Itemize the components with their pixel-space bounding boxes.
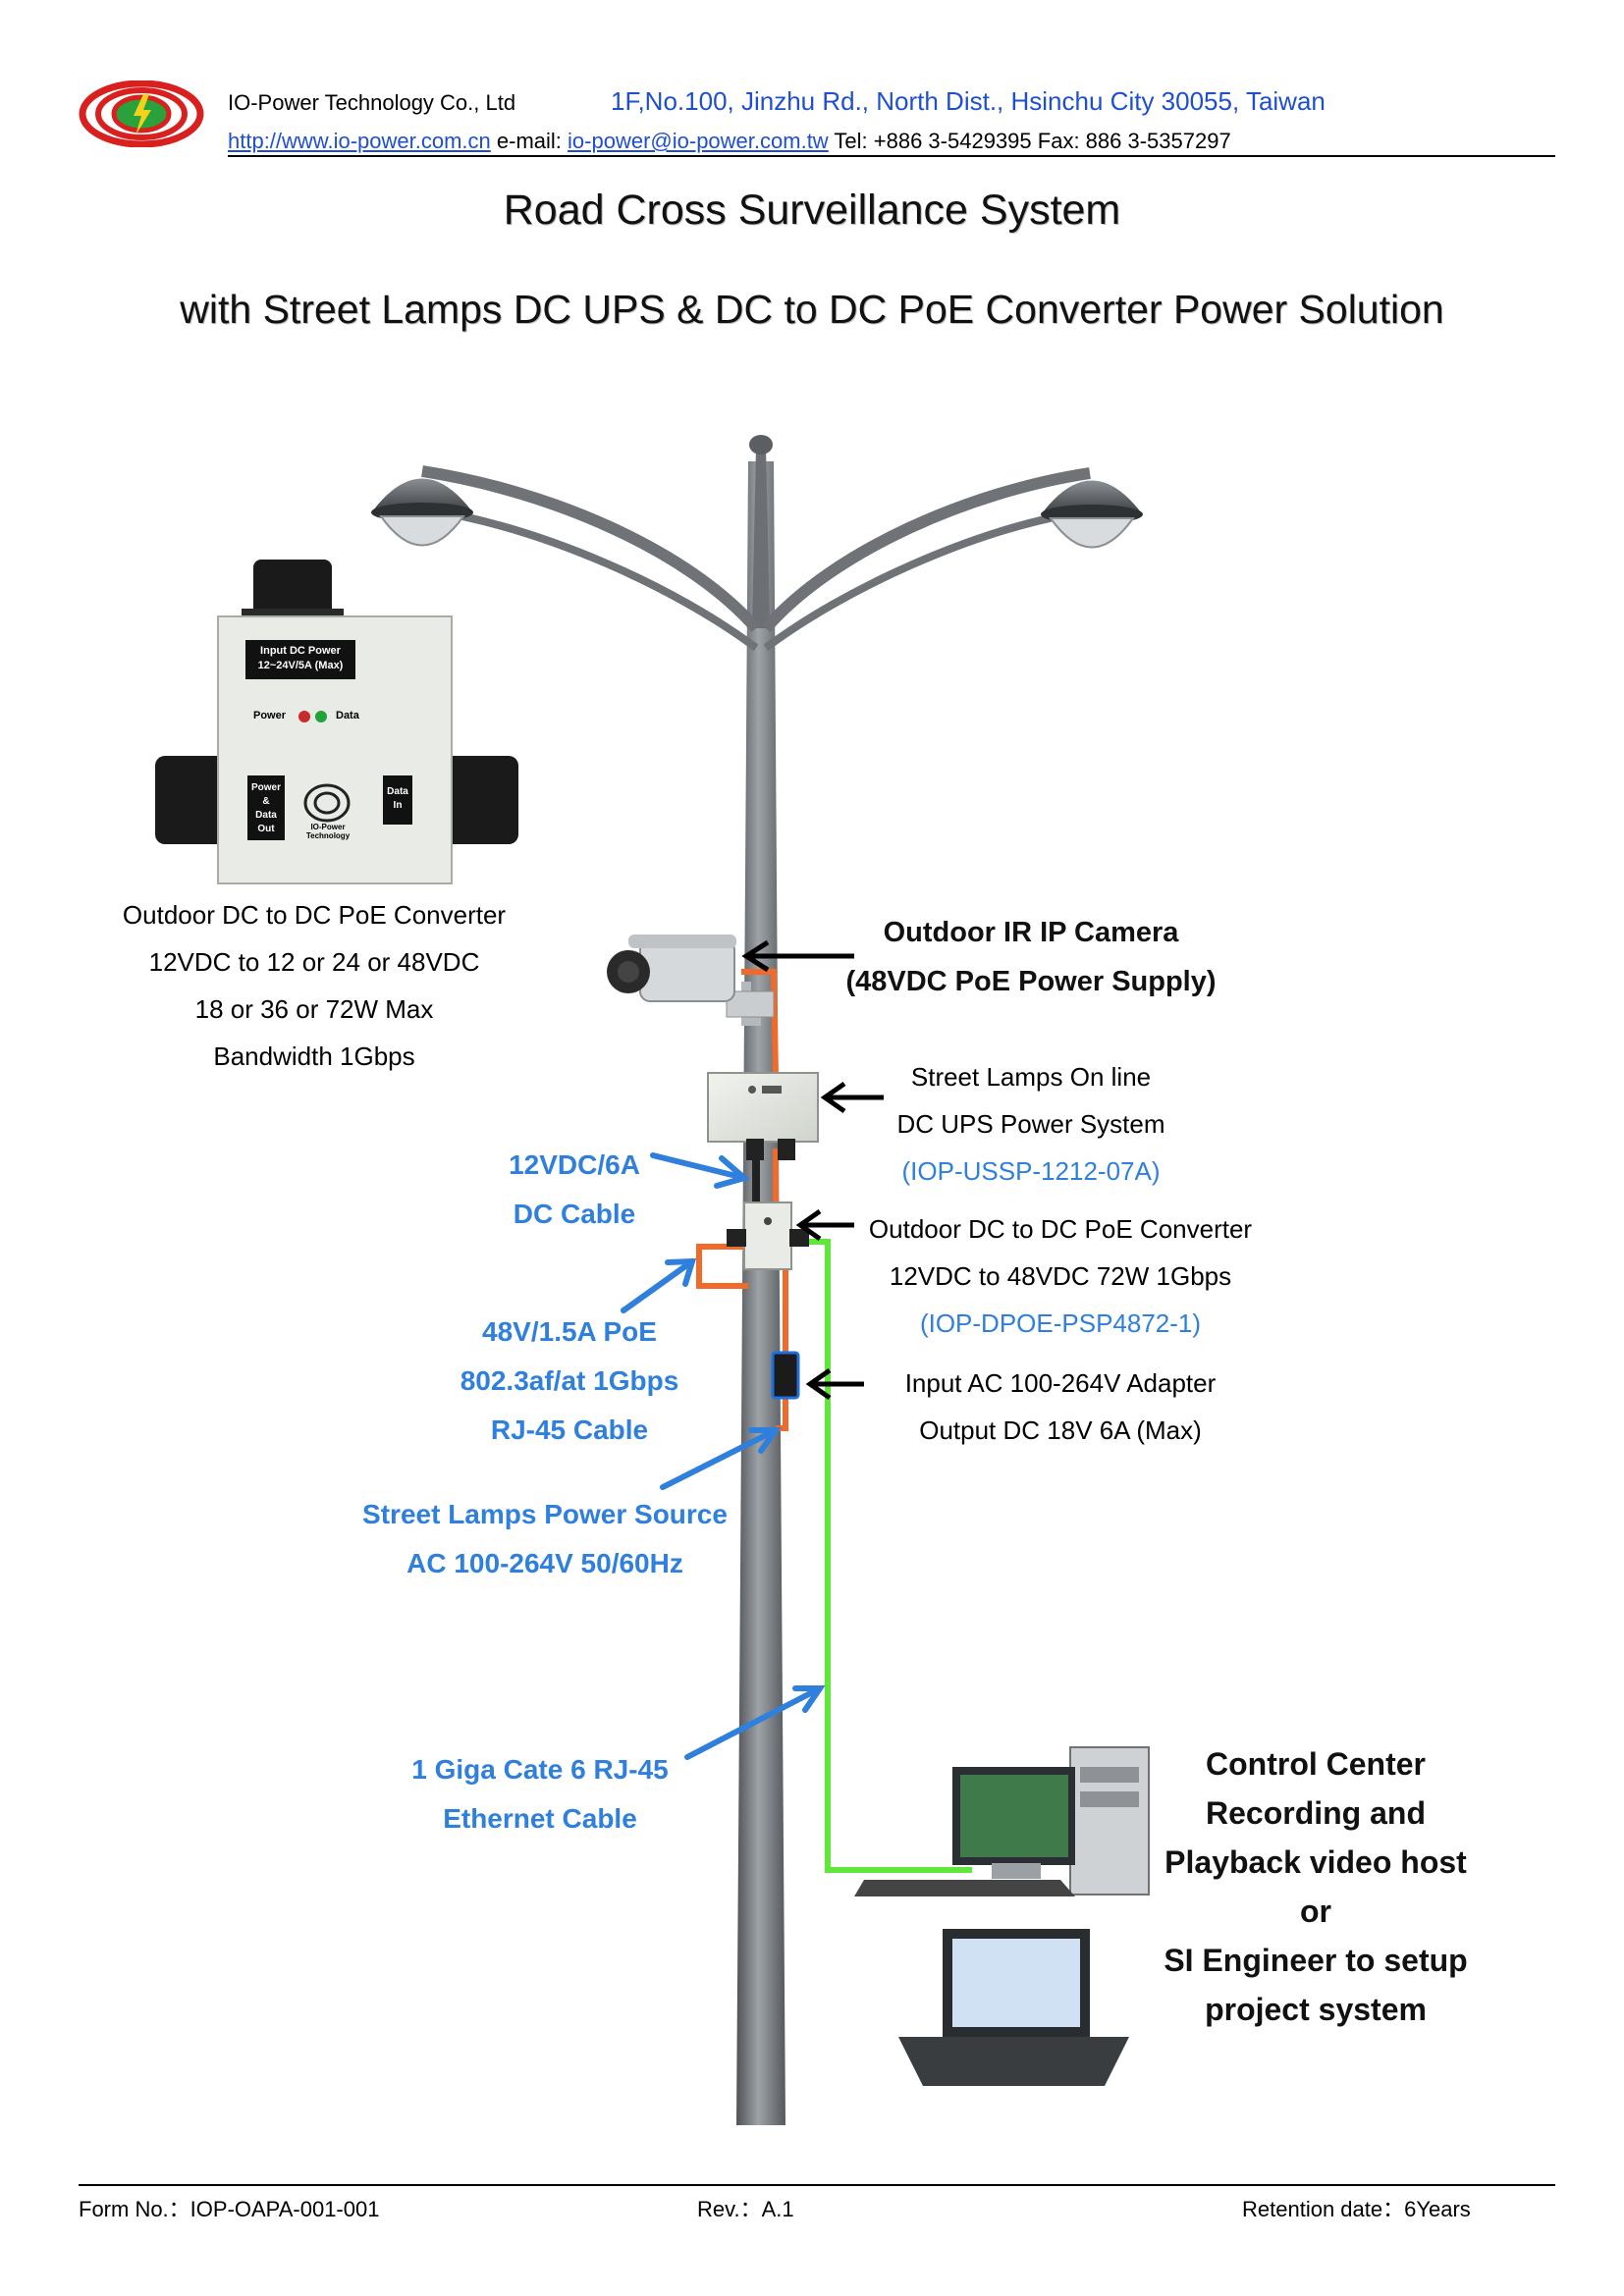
- poe-label-line1: Outdoor DC to DC PoE Converter: [868, 1214, 1253, 1244]
- fax-number: Fax: 886 3-5357297: [1037, 129, 1231, 153]
- power-source-label: Street Lamps Power Source AC 100-264V 50…: [324, 1490, 766, 1588]
- company-address: 1F,No.100, Jinzhu Rd., North Dist., Hsin…: [611, 86, 1326, 116]
- power-source-line2: AC 100-264V 50/60Hz: [406, 1548, 683, 1578]
- led-power-label: Power: [253, 710, 287, 721]
- form-number: Form No.：IOP-OAPA-001-001: [79, 2197, 380, 2221]
- dc-cable-label: 12VDC/6A DC Cable: [452, 1141, 697, 1239]
- camera-label-line2: (48VDC PoE Power Supply): [845, 966, 1217, 997]
- control-center-line1: Control Center: [1206, 1746, 1426, 1782]
- control-center-line4: or: [1300, 1894, 1331, 1929]
- converter-brand: IO-Power Technology: [305, 823, 351, 840]
- lamp-head-left: [371, 478, 473, 547]
- contact-line: http://www.io-power.com.cn e-mail: io-po…: [228, 129, 1231, 154]
- lamp-head-right: [1041, 480, 1143, 549]
- logo-icon: [79, 80, 204, 147]
- port-out-line2: &: [262, 796, 270, 807]
- page-title: Road Cross Surveillance System: [503, 187, 1121, 234]
- ups-label-line1: Street Lamps On line: [910, 1062, 1152, 1092]
- ups-label-line2: DC UPS Power System: [896, 1109, 1165, 1139]
- poe-converter-label: Outdoor DC to DC PoE Converter 12VDC to …: [844, 1205, 1276, 1347]
- retention-date: Retention date：6Years: [1242, 2197, 1471, 2221]
- revision: Rev.：A.1: [697, 2197, 794, 2221]
- left-product-line4: Bandwidth 1Gbps: [213, 1041, 415, 1071]
- street-lamp-pole: [421, 435, 1091, 2125]
- control-center-line6: project system: [1205, 1992, 1427, 2027]
- converter-input-label: Input DC Power 12~24V/5A (Max): [245, 644, 355, 673]
- poe-converter-on-pole: [727, 1201, 809, 1270]
- ethernet-cable-label: 1 Giga Cate 6 RJ-45 Ethernet Cable: [363, 1745, 717, 1843]
- port-in-label: Data In: [383, 785, 412, 813]
- poe-cable-label: 48V/1.5A PoE 802.3af/at 1Gbps RJ-45 Cabl…: [432, 1308, 707, 1455]
- camera-label: Outdoor IR IP Camera (48VDC PoE Power Su…: [815, 908, 1247, 1006]
- port-in-line1: Data: [387, 786, 408, 797]
- control-center-line2: Recording and: [1205, 1795, 1426, 1831]
- power-source-line1: Street Lamps Power Source: [362, 1499, 728, 1529]
- left-product-line2: 12VDC to 12 or 24 or 48VDC: [148, 947, 480, 977]
- port-in-line2: In: [393, 800, 403, 811]
- ethernet-line1: 1 Giga Cate 6 RJ-45: [411, 1754, 669, 1785]
- adapter-label: Input AC 100-264V Adapter Output DC 18V …: [874, 1360, 1247, 1454]
- page-subtitle: with Street Lamps DC UPS & DC to DC PoE …: [180, 287, 1444, 332]
- camera-label-line1: Outdoor IR IP Camera: [883, 917, 1179, 948]
- ups-label: Street Lamps On line DC UPS Power System…: [864, 1053, 1198, 1195]
- dc-cable-line2: DC Cable: [513, 1199, 636, 1229]
- ac-adapter: [771, 1351, 800, 1400]
- website-link[interactable]: http://www.io-power.com.cn: [228, 129, 491, 153]
- ethernet-line2: Ethernet Cable: [443, 1803, 637, 1834]
- port-out-line3: Data: [255, 810, 277, 821]
- pointer-arrows-black: [741, 939, 884, 1401]
- poe-cable-line2: 802.3af/at 1Gbps: [460, 1365, 679, 1396]
- port-out-line4: Out: [257, 824, 275, 834]
- company-logo: [79, 80, 204, 147]
- header-divider: [228, 155, 1555, 157]
- dc-cable-line1: 12VDC/6A: [509, 1149, 640, 1180]
- left-product-line3: 18 or 36 or 72W Max: [194, 994, 434, 1024]
- input-power-text: Input DC Power: [260, 645, 341, 657]
- left-product-line1: Outdoor DC to DC PoE Converter: [122, 900, 507, 930]
- input-spec-text: 12~24V/5A (Max): [257, 660, 344, 671]
- control-center-label: Control Center Recording and Playback vi…: [1129, 1739, 1502, 2034]
- adapter-label-line1: Input AC 100-264V Adapter: [904, 1368, 1217, 1398]
- ip-camera: [607, 934, 775, 1026]
- led-data-label: Data: [336, 710, 359, 721]
- poe-label-line2: 12VDC to 48VDC 72W 1Gbps: [889, 1261, 1232, 1291]
- dc-ups-box: [707, 1072, 819, 1160]
- converter-product-image: [155, 560, 518, 884]
- poe-cable-line1: 48V/1.5A PoE: [482, 1316, 657, 1347]
- laptop-computer: [898, 1929, 1129, 2086]
- email-link[interactable]: io-power@io-power.com.tw: [568, 129, 829, 153]
- control-center-line3: Playback video host: [1164, 1844, 1467, 1880]
- port-out-line1: Power: [250, 782, 281, 793]
- email-label: e-mail:: [496, 129, 562, 153]
- adapter-label-line2: Output DC 18V 6A (Max): [919, 1415, 1202, 1445]
- ups-model: (IOP-USSP-1212-07A): [901, 1156, 1161, 1186]
- poe-cable-line3: RJ-45 Cable: [490, 1415, 649, 1445]
- desktop-computer: [854, 1746, 1150, 1896]
- phone-number: Tel: +886 3-5429395: [834, 129, 1032, 153]
- control-center-line5: SI Engineer to setup: [1164, 1943, 1468, 1978]
- pointer-arrows-blue: [621, 1152, 826, 1760]
- port-out-label: Power & Data Out: [247, 781, 285, 836]
- left-product-description: Outdoor DC to DC PoE Converter 12VDC to …: [79, 891, 550, 1080]
- poe-model: (IOP-DPOE-PSP4872-1): [919, 1308, 1202, 1338]
- footer-divider: [79, 2184, 1555, 2186]
- company-name: IO-Power Technology Co., Ltd: [228, 90, 516, 115]
